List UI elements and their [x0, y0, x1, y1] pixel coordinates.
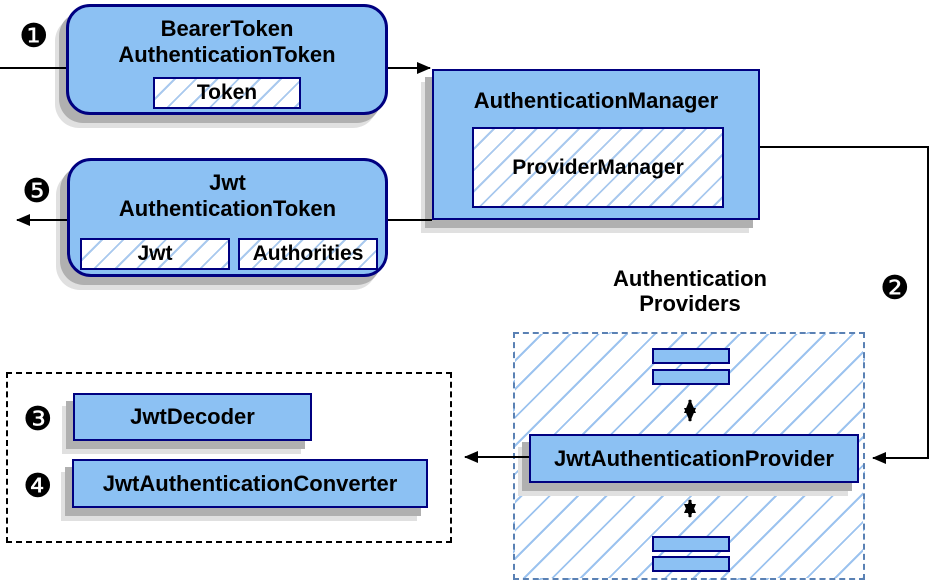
step-4-badge: ❹	[23, 466, 53, 505]
jwt-authentication-token-node: Jwt AuthenticationToken Jwt Authorities	[67, 158, 388, 277]
decoder-converter-group-box	[6, 372, 452, 543]
authentication-manager-title: AuthenticationManager	[473, 88, 719, 113]
provider-manager-field: ProviderManager	[472, 127, 724, 208]
bearer-token-title-line1: BearerToken	[160, 16, 294, 41]
authentication-providers-label: Authentication Providers	[550, 266, 830, 316]
authorities-field: Authorities	[238, 238, 378, 270]
jwt-token-node-title: Jwt AuthenticationToken	[70, 170, 385, 222]
jwt-token-title-line2: AuthenticationToken	[118, 196, 337, 221]
provider-placeholder-bottom-2	[652, 556, 730, 572]
bearer-token-node-title: BearerToken AuthenticationToken	[69, 16, 385, 68]
step-1-badge: ❶	[19, 16, 49, 55]
bearer-token-title-line2: AuthenticationToken	[118, 42, 336, 67]
authentication-providers-label-line1: Authentication	[613, 266, 767, 291]
authentication-providers-label-line2: Providers	[639, 291, 741, 316]
jwt-token-title-line1: Jwt	[209, 170, 246, 195]
token-field: Token	[153, 77, 301, 109]
step-5-badge: ❺	[22, 171, 52, 210]
jwt-authentication-provider-node: JwtAuthenticationProvider	[529, 434, 859, 483]
provider-placeholder-top-1	[652, 348, 730, 364]
jwt-decoder-node: JwtDecoder	[73, 393, 312, 441]
provider-placeholder-bottom-1	[652, 536, 730, 552]
step-2-badge: ❷	[880, 268, 910, 307]
step-3-badge: ❸	[23, 399, 53, 438]
bearer-token-authentication-token-node: BearerToken AuthenticationToken Token	[66, 4, 388, 115]
jwt-authentication-converter-node: JwtAuthenticationConverter	[72, 459, 428, 508]
provider-placeholder-top-2	[652, 369, 730, 385]
authentication-manager-node: AuthenticationManager ProviderManager	[432, 69, 760, 220]
jwt-field: Jwt	[80, 238, 230, 270]
